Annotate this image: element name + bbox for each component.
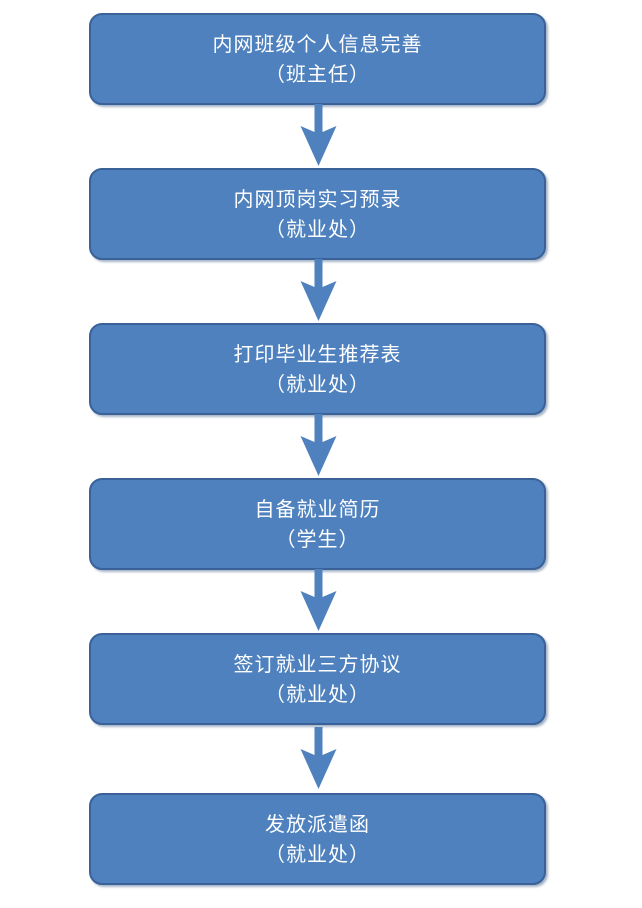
down-arrow-icon-3: [300, 414, 337, 476]
down-arrow-icon-2: [300, 259, 337, 321]
flow-step-1-line1: 内网班级个人信息完善: [212, 32, 423, 56]
flow-step-1[interactable]: 内网班级个人信息完善 （班主任）: [89, 13, 546, 105]
flow-step-4-line1: 自备就业简历: [254, 497, 381, 521]
flow-step-2-line1: 内网顶岗实习预录: [233, 187, 402, 211]
flow-step-6[interactable]: 发放派遣函 （就业处）: [89, 793, 546, 885]
flow-step-5[interactable]: 签订就业三方协议 （就业处）: [89, 633, 546, 725]
flow-step-3-line1: 打印毕业生推荐表: [233, 342, 402, 366]
flow-step-2-line2: （就业处）: [265, 217, 370, 241]
down-arrow-icon-5: [300, 727, 337, 789]
flow-step-6-line2: （就业处）: [265, 842, 370, 866]
flow-step-6-line1: 发放派遣函: [265, 812, 370, 836]
flow-step-3-line2: （就业处）: [265, 372, 370, 396]
flow-step-3[interactable]: 打印毕业生推荐表 （就业处）: [89, 323, 546, 415]
down-arrow-icon-4: [300, 569, 337, 631]
down-arrow-icon-1: [300, 104, 337, 166]
flow-step-5-line1: 签订就业三方协议: [233, 652, 402, 676]
flow-step-2[interactable]: 内网顶岗实习预录 （就业处）: [89, 168, 546, 260]
flow-step-4[interactable]: 自备就业简历 （学生）: [89, 478, 546, 570]
flow-step-4-line2: （学生）: [275, 527, 360, 551]
flow-step-5-line2: （就业处）: [265, 682, 370, 706]
flow-step-1-line2: （班主任）: [265, 62, 370, 86]
